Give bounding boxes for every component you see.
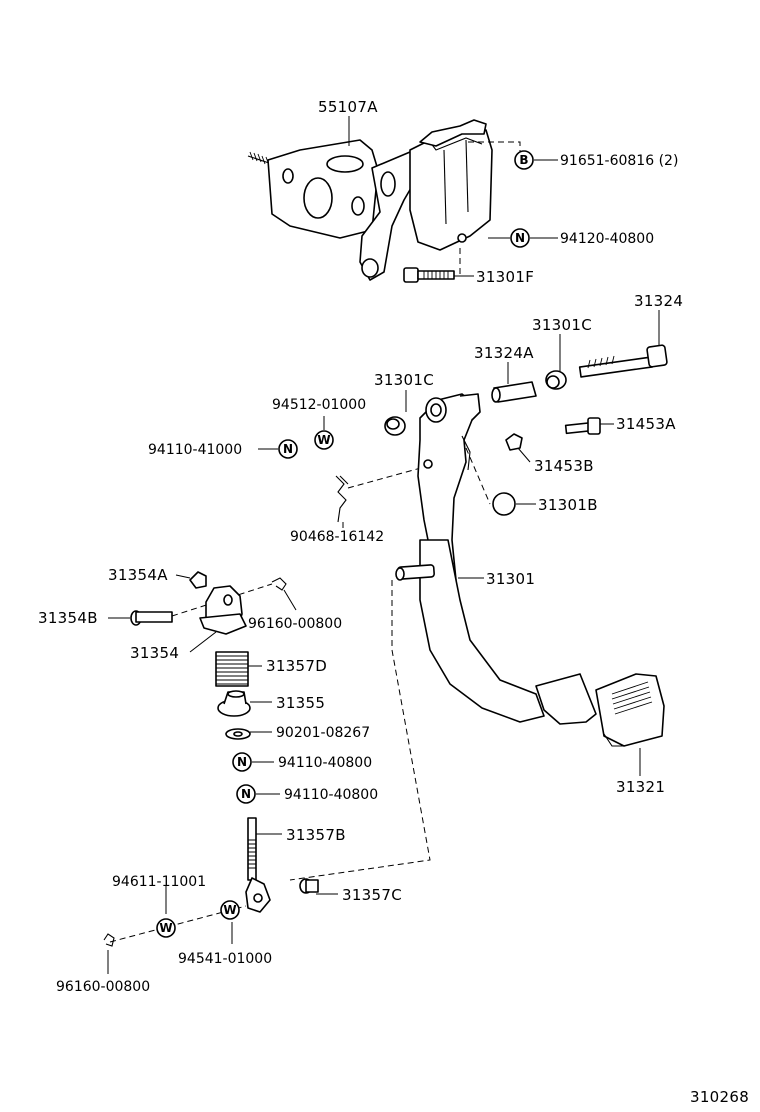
- label-90201-08267: 90201-08267: [276, 725, 370, 741]
- spring-31357D: [215, 651, 249, 687]
- marker-b-letter: B: [519, 153, 528, 167]
- marker-n-letter: N: [237, 755, 247, 769]
- clip-96160-bottom: [103, 933, 115, 947]
- marker-n-letter: N: [283, 442, 293, 456]
- nut-31354A: [189, 571, 207, 589]
- label-94120-40800: 94120-40800: [560, 231, 654, 247]
- label-31453A: 31453A: [616, 415, 676, 433]
- pedal-bracket: [247, 119, 493, 281]
- label-94512-01000: 94512-01000: [272, 397, 366, 413]
- label-31357B: 31357B: [286, 826, 346, 844]
- collar-31301C-right: [545, 370, 567, 390]
- clip-96160-top: [271, 577, 287, 591]
- washer-90201: [225, 728, 251, 740]
- cushion-31355: [217, 690, 251, 717]
- bolt-31324: [578, 344, 668, 378]
- label-55107A: 55107A: [318, 98, 378, 116]
- rod-31357B: [245, 817, 271, 913]
- pedal-arm-31301: [395, 393, 597, 725]
- label-31324A: 31324A: [474, 344, 534, 362]
- label-91651-60816: 91651-60816 (2): [560, 153, 678, 169]
- collar-31301C-left: [384, 416, 406, 436]
- marker-n-94110-41000: N: [278, 439, 298, 459]
- label-31354: 31354: [130, 644, 179, 662]
- marker-w-letter: W: [223, 903, 236, 917]
- label-31301F: 31301F: [476, 268, 534, 286]
- label-31453B: 31453B: [534, 457, 594, 475]
- marker-w-94611: W: [156, 918, 176, 938]
- marker-n-94110-40800-a: N: [232, 752, 252, 772]
- label-31324: 31324: [634, 292, 683, 310]
- bushing-31301B: [492, 492, 516, 516]
- label-96160-00800-bottom: 96160-00800: [56, 979, 150, 995]
- sleeve-31324A: [491, 381, 537, 403]
- label-31301C-right: 31301C: [532, 316, 592, 334]
- clevis-31354: [199, 585, 247, 635]
- label-94110-41000: 94110-41000: [148, 442, 242, 458]
- label-31321: 31321: [616, 778, 665, 796]
- marker-n-letter: N: [241, 787, 251, 801]
- bolt-31301F: [403, 267, 455, 283]
- label-31357D: 31357D: [266, 657, 327, 675]
- marker-w-94541: W: [220, 900, 240, 920]
- marker-b-91651: B: [514, 150, 534, 170]
- diagram-code: 310268: [690, 1088, 749, 1106]
- nut-31453B: [505, 433, 523, 451]
- label-94110-40800-a: 94110-40800: [278, 755, 372, 771]
- pedal-pad-31321: [595, 673, 665, 747]
- label-31301: 31301: [486, 570, 535, 588]
- marker-w-letter: W: [317, 433, 330, 447]
- marker-n-94120: N: [510, 228, 530, 248]
- pin-31357C: [299, 878, 319, 894]
- label-94611-11001: 94611-11001: [112, 874, 206, 890]
- pin-31354B: [130, 610, 173, 626]
- label-31354B: 31354B: [38, 609, 98, 627]
- label-96160-00800-top: 96160-00800: [248, 616, 342, 632]
- marker-w-letter: W: [159, 921, 172, 935]
- label-94541-01000: 94541-01000: [178, 951, 272, 967]
- clip-90468: [335, 475, 349, 523]
- bolt-31453A: [564, 417, 601, 435]
- label-31354A: 31354A: [108, 566, 168, 584]
- marker-n-letter: N: [515, 231, 525, 245]
- label-31355: 31355: [276, 694, 325, 712]
- label-31301C-left: 31301C: [374, 371, 434, 389]
- label-90468-16142: 90468-16142: [290, 529, 384, 545]
- label-31301B: 31301B: [538, 496, 598, 514]
- label-94110-40800-b: 94110-40800: [284, 787, 378, 803]
- marker-n-94110-40800-b: N: [236, 784, 256, 804]
- label-31357C: 31357C: [342, 886, 402, 904]
- marker-w-94512: W: [314, 430, 334, 450]
